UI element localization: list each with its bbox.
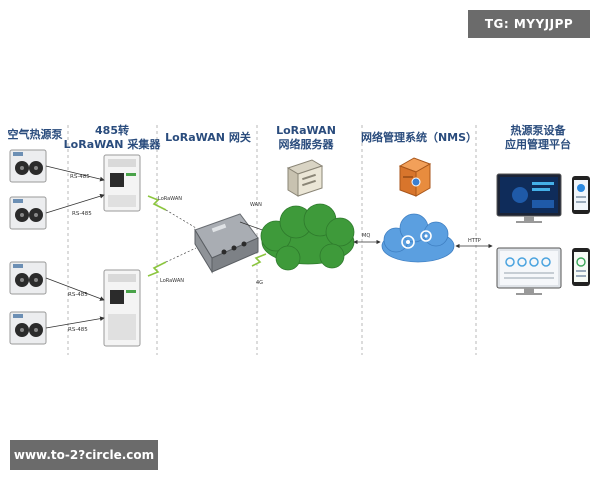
- heading-server-line1: LoRaWAN: [276, 124, 336, 137]
- link-label-rs485-3: RS-485: [68, 292, 88, 298]
- link-label-lorawan-1: LoRaWAN: [158, 196, 182, 202]
- heat-pump-unit-2: [9, 196, 47, 230]
- network-server-cloud: [260, 203, 355, 271]
- heading-nms: 网络管理系统（NMS）: [361, 130, 477, 144]
- heading-gateway: LoRaWAN 网关: [165, 130, 251, 144]
- network-server-box: [286, 159, 324, 197]
- heat-pump-unit-4: [9, 311, 47, 345]
- converter-device-2: [103, 269, 141, 347]
- heading-server-line2: 网络服务器: [279, 137, 335, 151]
- heading-platform-line1: 热源泵设备: [511, 123, 567, 137]
- watermark-bottom: www.to-2?circle.com: [10, 440, 158, 470]
- converter-device-1: [103, 154, 141, 212]
- phone-app-1: [572, 176, 590, 214]
- nms-cloud: [381, 213, 455, 263]
- lorawan-gateway-device: [194, 213, 259, 274]
- heading-platform-line2: 应用管理平台: [505, 137, 571, 151]
- link-label-rs485-1: RS-485: [70, 174, 90, 180]
- watermark-top: TG: MYYJJPP: [468, 10, 590, 38]
- heading-converter-line1: 485转: [95, 123, 129, 137]
- link-label-4g: 4G: [256, 280, 263, 286]
- heat-pump-unit-1: [9, 149, 47, 183]
- link-label-rs485-2: RS-485: [72, 211, 92, 217]
- dashboard-monitor-dark: [496, 173, 562, 223]
- link-label-wan: WAN: [250, 202, 262, 208]
- phone-app-2: [572, 248, 590, 286]
- link-label-mq: MQ: [362, 233, 370, 239]
- heading-heat-pump: 空气热源泵: [8, 127, 63, 141]
- link-label-http: HTTP: [468, 238, 481, 244]
- heading-converter-line2: LoRaWAN 采集器: [64, 137, 162, 151]
- link-label-lorawan-2: LoRaWAN: [160, 278, 184, 284]
- heat-pump-unit-3: [9, 261, 47, 295]
- link-label-rs485-4: RS-485: [68, 327, 88, 333]
- dashboard-monitor-light: [496, 247, 562, 295]
- nms-server-box: [398, 157, 432, 197]
